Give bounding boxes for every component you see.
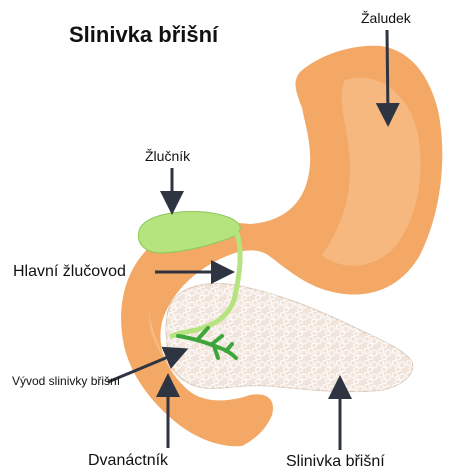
stomach-arrow <box>387 30 388 118</box>
pancreas-label: Slinivka břišní <box>286 453 385 471</box>
gallbladder-label: Žlučník <box>145 148 190 164</box>
pancreas-texture <box>166 284 413 392</box>
pancreatic-duct-label: Vývod slinivky břišní <box>12 371 122 391</box>
page-title: Slinivka břišní <box>69 22 218 48</box>
stomach-label: Žaludek <box>361 10 411 26</box>
duodenum-label: Dvanáctník <box>88 452 168 470</box>
common-bile-duct-label: Hlavní žlučovod <box>13 263 126 281</box>
